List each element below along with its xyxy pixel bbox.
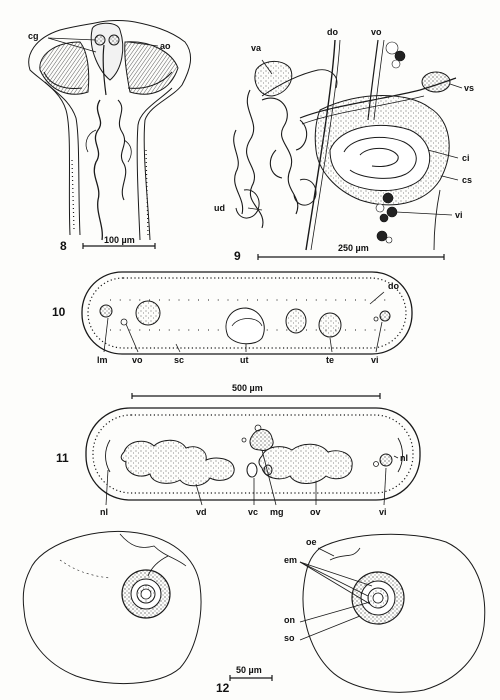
fig9-label-vo: vo <box>371 27 382 37</box>
fig11-ovary <box>258 443 353 484</box>
fig10-testis-right <box>318 312 342 338</box>
fig10-body-outline <box>81 271 413 355</box>
fig8-label-cg: cg <box>28 31 39 41</box>
fig11-label-mg: mg <box>270 507 284 517</box>
fig9-label-va: va <box>251 43 262 53</box>
fig9-drawing <box>233 39 463 251</box>
fig8-left-sucker <box>39 41 90 95</box>
fig11-label-vc: vc <box>248 507 259 517</box>
fig10-label-ut: ut <box>240 355 249 365</box>
fig11-vitellarium <box>379 453 393 467</box>
fig9-label-do: do <box>327 27 338 37</box>
fig9-number: 9 <box>234 249 241 263</box>
fig11-vaginal-canal <box>246 462 258 478</box>
fig9-label-vs: vs <box>464 83 475 93</box>
fig9-seminal-vesicle <box>421 71 451 93</box>
fig11-label-vd: vd <box>196 507 207 517</box>
fig10-vitellarium-right <box>379 310 391 322</box>
fig12-drawing <box>22 530 486 693</box>
fig12-label-so: so <box>284 633 295 643</box>
fig8-label-ao: ao <box>160 41 171 51</box>
fig9-scale-text: 250 µm <box>338 243 369 253</box>
fig9-scale-bar <box>257 254 445 260</box>
fig11-label-nl-right: nl <box>400 453 408 463</box>
fig10-label-vi: vi <box>371 355 379 365</box>
fig10-testis-left <box>285 308 307 334</box>
fig9-label-ud: ud <box>214 203 225 213</box>
fig10-11-scale-bar <box>131 393 381 399</box>
fig10-label-lm: lm <box>97 355 108 365</box>
fig8-body-outline <box>28 20 192 241</box>
fig12-label-on: on <box>284 615 295 625</box>
fig12-right-egg <box>302 533 486 693</box>
fig10-drawing <box>81 271 413 355</box>
fig12-scale-bar <box>229 675 273 681</box>
fig11-drawing <box>85 407 421 506</box>
fig9-label-cs: cs <box>462 175 473 185</box>
fig10-number: 10 <box>52 305 66 319</box>
fig12-number: 12 <box>216 681 230 695</box>
fig11-label-vi: vi <box>379 507 387 517</box>
fig8-number: 8 <box>60 239 67 253</box>
fig10-uterus <box>225 307 265 345</box>
fig10-label-te: te <box>326 355 335 365</box>
fig10-label-sc: sc <box>174 355 185 365</box>
fig11-label-nl-left: nl <box>100 507 108 517</box>
fig8-scale-bar <box>82 243 156 249</box>
fig11-vitelline-duct <box>120 439 235 487</box>
fig10-vitellarium-left <box>99 304 113 318</box>
fig11-label-ov: ov <box>310 507 321 517</box>
fig11-number: 11 <box>56 451 69 465</box>
fig8-scale-text: 100 µm <box>104 235 135 245</box>
fig10-11-scale-text: 500 µm <box>232 383 263 393</box>
fig9-vitellaria <box>375 41 406 244</box>
fig9-label-vi: vi <box>455 210 463 220</box>
fig10-label-do: do <box>388 281 399 291</box>
fig12-label-em: em <box>284 555 298 565</box>
fig11-body-outline <box>85 407 421 501</box>
fig10-ovary <box>135 300 161 326</box>
fig8-right-sucker <box>124 41 179 95</box>
fig12-label-oe: oe <box>306 537 317 547</box>
fig8-drawing <box>28 20 192 241</box>
fig10-label-vo: vo <box>132 355 143 365</box>
fig12-left-egg <box>22 530 202 684</box>
fig11-mehlis-gland <box>249 429 274 451</box>
fig9-uterus-coils <box>233 89 308 229</box>
fig9-label-ci: ci <box>462 153 470 163</box>
fig12-scale-text: 50 µm <box>236 665 262 675</box>
